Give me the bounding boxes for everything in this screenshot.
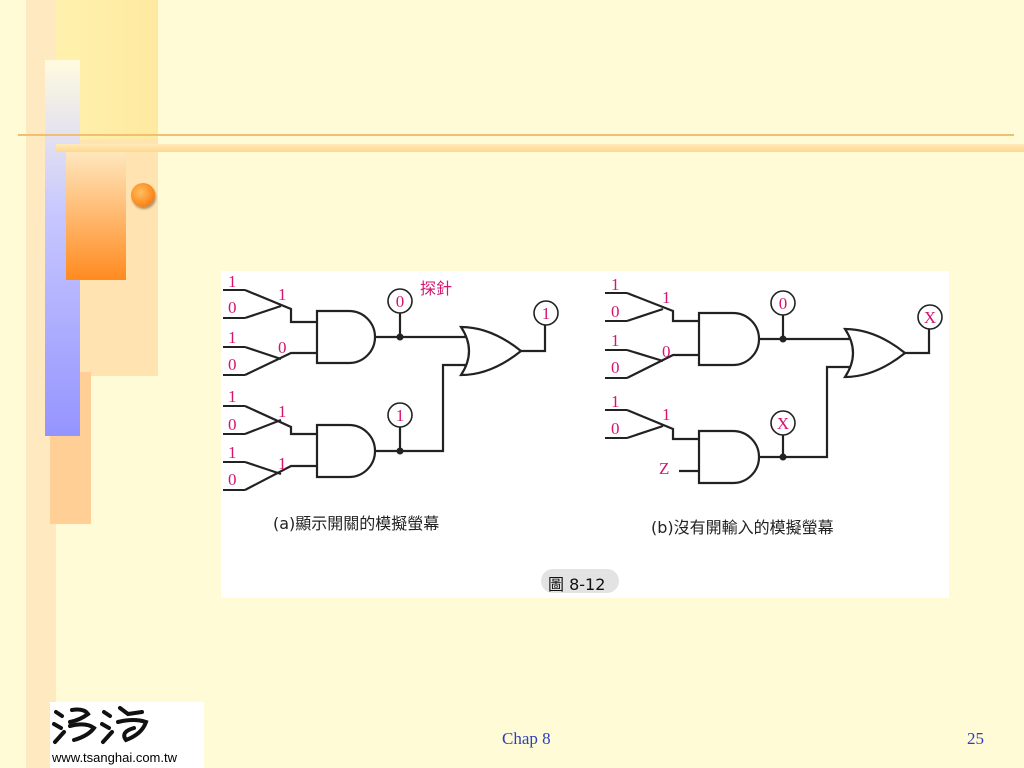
a-probe-value-1: 0 [396, 292, 405, 311]
deco-bar-orange [66, 150, 126, 280]
b-input-1: 1 [611, 275, 620, 294]
panel-b-caption: (b)沒有開輸入的模擬螢幕 [651, 518, 834, 537]
a-input-2: 0 [228, 298, 237, 317]
b-input-3: 1 [611, 331, 620, 350]
b-input-2: 0 [611, 302, 620, 321]
a-input-4: 0 [228, 355, 237, 374]
logo-calligraphy-icon [52, 706, 149, 744]
a-gate-input-4: 1 [278, 454, 287, 473]
a-input-1: 1 [228, 272, 237, 291]
logic-circuit-diagram: 1 0 1 0 1 0 1 0 1 0 1 1 探針 1 0 1 0 1 0 1… [223, 272, 943, 537]
a-gate-input-3: 1 [278, 402, 287, 421]
probe-a-1 [387, 288, 413, 314]
panel-a-circuit [223, 288, 559, 491]
panel-b-circuit [605, 290, 943, 485]
probe-a-2 [387, 402, 413, 428]
a-input-7: 1 [228, 443, 237, 462]
footer-chapter: Chap 8 [502, 729, 551, 748]
deco-line-band [56, 144, 1024, 152]
b-gate-input-2: 0 [662, 342, 671, 361]
bullet-icon [131, 183, 155, 207]
figure-caption: 圖 8-12 [548, 575, 606, 594]
probe-b-2 [770, 410, 796, 436]
a-probe-value-2: 1 [396, 406, 405, 425]
a-gate-input-2: 0 [278, 338, 287, 357]
b-input-5: 1 [611, 392, 620, 411]
b-gate-input-4: Z [659, 459, 669, 478]
logic-sim-figure: 1 0 1 0 1 0 1 0 1 0 1 1 探針 1 0 1 0 1 0 1… [221, 271, 949, 598]
b-gate-input-3: 1 [662, 405, 671, 424]
probe-label: 探針 [420, 279, 452, 298]
b-gate-input-1: 1 [662, 288, 671, 307]
footer-page-number: 25 [967, 729, 984, 748]
panel-a-caption: (a)顯示開關的模擬螢幕 [273, 514, 439, 533]
a-input-6: 0 [228, 415, 237, 434]
logo-url: www.tsanghai.com.tw [52, 750, 177, 765]
b-probe-value-3: X [924, 308, 936, 327]
probe-b-1 [770, 290, 796, 316]
deco-line-top [18, 134, 1014, 136]
b-probe-value-1: 0 [779, 294, 788, 313]
publisher-logo: www.tsanghai.com.tw [50, 702, 204, 768]
a-gate-input-1: 1 [278, 285, 287, 304]
b-input-6: 0 [611, 419, 620, 438]
b-probe-value-2: X [777, 414, 789, 433]
a-input-3: 1 [228, 328, 237, 347]
a-probe-value-3: 1 [542, 304, 551, 323]
probe-b-3 [917, 304, 943, 330]
figure-caption-badge [541, 569, 619, 593]
b-input-4: 0 [611, 358, 620, 377]
a-input-8: 0 [228, 470, 237, 489]
a-input-5: 1 [228, 387, 237, 406]
probe-a-3 [533, 300, 559, 326]
